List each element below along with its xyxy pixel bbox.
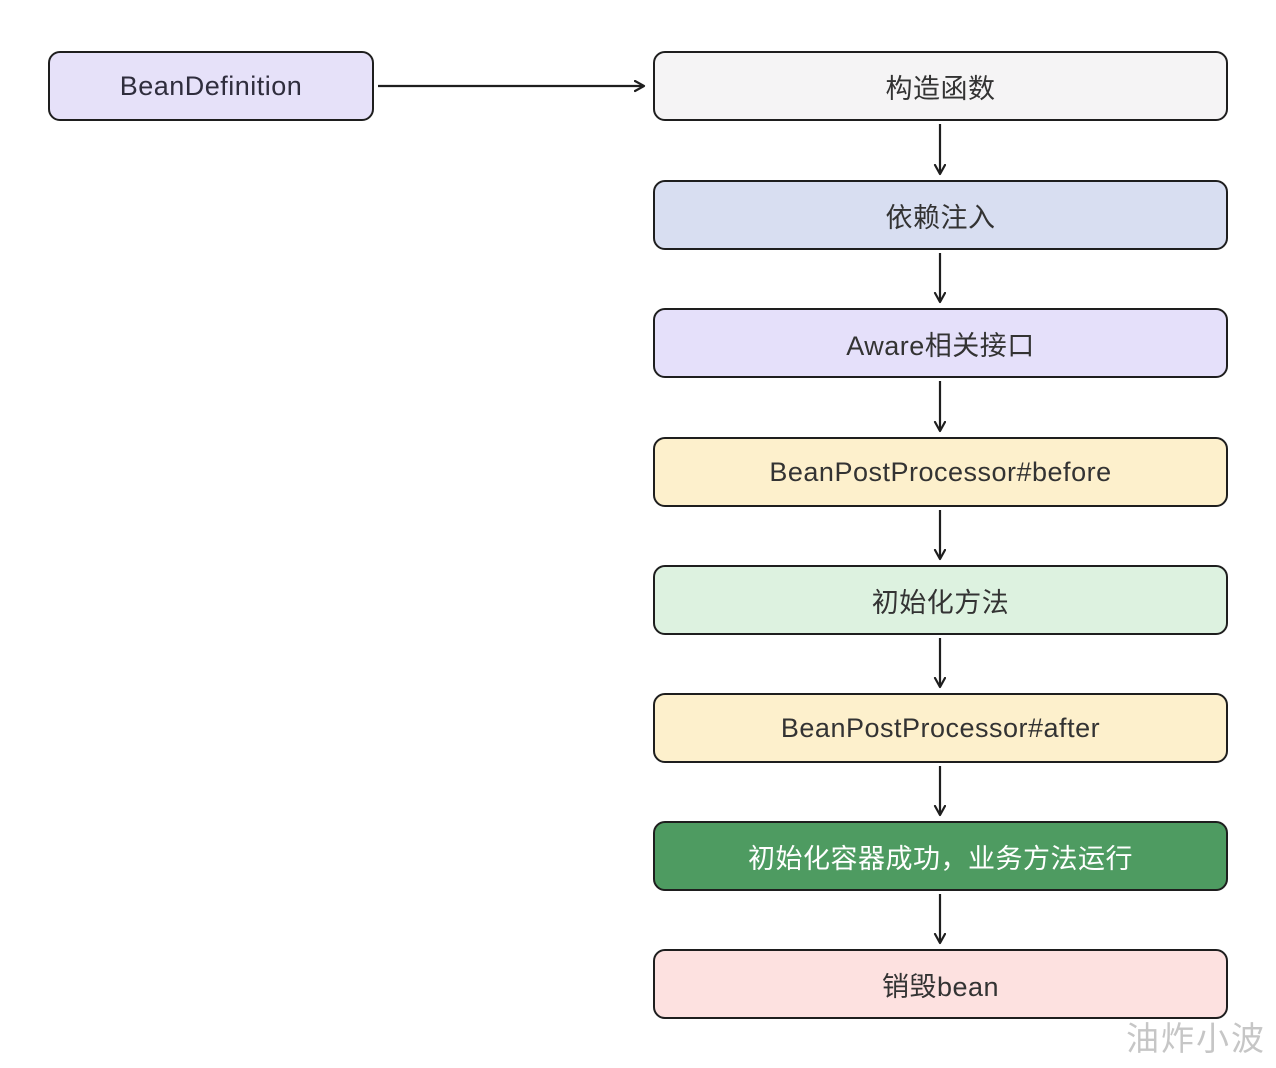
flow-node-constructor: 构造函数: [653, 51, 1228, 121]
flow-node-beanpostprocessor-after: BeanPostProcessor#after: [653, 693, 1228, 763]
flow-node-container-ready: 初始化容器成功，业务方法运行: [653, 821, 1228, 891]
flow-node-label: 初始化容器成功，业务方法运行: [748, 843, 1133, 874]
flow-node-label: 销毁bean: [881, 971, 1000, 1002]
flow-node-dependency-injection: 依赖注入: [653, 180, 1228, 250]
flow-node-beanpostprocessor-before: BeanPostProcessor#before: [653, 437, 1228, 507]
flow-node-label: 依赖注入: [885, 202, 996, 233]
flow-node-label: BeanPostProcessor#before: [769, 456, 1112, 487]
flow-node-aware-interfaces: Aware相关接口: [653, 308, 1228, 378]
flow-node-label: Aware相关接口: [846, 330, 1035, 361]
flow-node-beandefinition: BeanDefinition: [48, 51, 374, 121]
flow-node-label: 构造函数: [885, 73, 996, 104]
flow-node-label: BeanPostProcessor#after: [780, 712, 1101, 743]
watermark-text: 油炸小波: [1126, 1020, 1266, 1057]
flow-node-label: 初始化方法: [871, 587, 1010, 618]
flow-node-label: BeanDefinition: [119, 70, 303, 101]
flow-node-init-method: 初始化方法: [653, 565, 1228, 635]
flow-node-destroy-bean: 销毁bean: [653, 949, 1228, 1019]
